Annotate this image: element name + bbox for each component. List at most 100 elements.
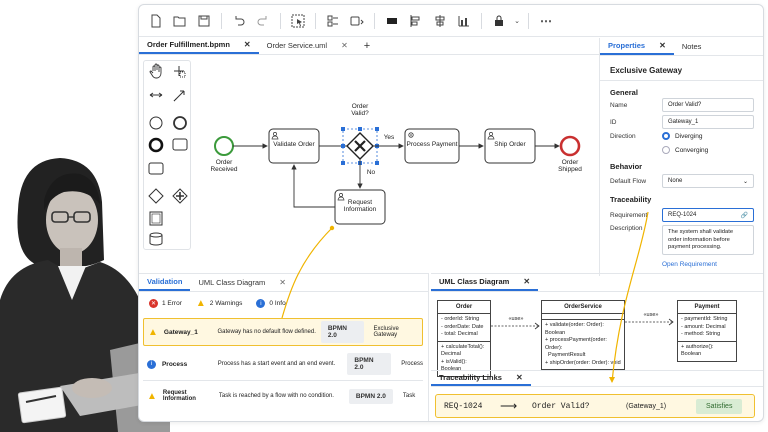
chevron-down-icon: ⌄ xyxy=(742,178,748,185)
error-filter[interactable]: ✕1 Error xyxy=(149,299,182,308)
tab-properties[interactable]: Properties ✕ xyxy=(600,38,674,55)
tab-label: UML Class Diagram xyxy=(198,278,266,287)
toolbar-separator xyxy=(374,12,375,29)
close-icon[interactable]: ✕ xyxy=(515,373,523,382)
task-label: Request Information xyxy=(343,199,377,213)
toolbar-separator xyxy=(280,12,281,29)
space-tool-icon[interactable] xyxy=(174,66,186,78)
id-input[interactable]: Gateway_1 xyxy=(662,115,754,129)
sequence-flow-return[interactable] xyxy=(291,164,335,208)
start-event-shape[interactable] xyxy=(149,116,163,130)
requirement-value: REQ-1024 xyxy=(668,212,697,218)
new-file-icon[interactable] xyxy=(145,10,167,32)
save-icon[interactable] xyxy=(193,10,215,32)
data-store-shape[interactable] xyxy=(149,232,163,246)
distribute-left-icon[interactable] xyxy=(381,10,403,32)
end-event[interactable] xyxy=(559,135,581,157)
warning-icon: ▲ xyxy=(195,298,206,309)
trace-link-row[interactable]: REQ-1024 ⟶ Order Valid? (Gateway_1) Sati… xyxy=(435,394,755,418)
task-label: Ship Order xyxy=(494,141,526,148)
tab-uml-class-diagram[interactable]: UML Class Diagram ✕ xyxy=(431,274,539,291)
gateway-label: Order Valid? xyxy=(351,103,369,117)
row-message: Process has a start event and an end eve… xyxy=(217,361,336,367)
data-object-shape[interactable] xyxy=(149,211,163,226)
satisfies-badge: Satisfies xyxy=(696,398,743,414)
requirement-row: Requirement REQ-1024 🔗 xyxy=(610,208,754,222)
select-tool-icon[interactable] xyxy=(287,10,309,32)
more-icon[interactable]: ⋯ xyxy=(540,13,552,28)
default-flow-select[interactable]: None⌄ xyxy=(662,174,754,188)
tab-validation[interactable]: Validation xyxy=(139,274,191,291)
align-icon[interactable] xyxy=(322,10,344,32)
uml-class-payment[interactable]: Payment - paymentId: String - amount: De… xyxy=(677,300,737,362)
gateway-shape[interactable] xyxy=(148,188,164,204)
link-icon[interactable]: 🔗 xyxy=(740,212,748,219)
open-requirement-link[interactable]: Open Requirement xyxy=(662,261,717,268)
zoom-icon[interactable] xyxy=(346,10,368,32)
tab-uml-class-diagram[interactable]: UML Class Diagram ✕ xyxy=(190,274,294,291)
description-label: Description xyxy=(610,225,643,232)
tab-order-fulfillment[interactable]: Order Fulfillment.bpmn ✕ xyxy=(139,37,259,54)
distribute-center-icon[interactable] xyxy=(405,10,427,32)
lock-icon[interactable] xyxy=(488,10,510,32)
close-icon[interactable]: ✕ xyxy=(523,277,531,286)
use-label: «use» xyxy=(508,316,524,322)
divider xyxy=(600,80,763,81)
row-type: Exclusive Gateway xyxy=(373,326,399,338)
requirement-label: Requirement xyxy=(610,211,648,219)
operation: + validate(order: Order): Boolean xyxy=(545,322,604,336)
flow-no-label: No xyxy=(366,169,376,176)
uml-class-orderservice[interactable]: OrderService + validate(order: Order): B… xyxy=(541,300,625,370)
toolbar: ⌄ ⋯ xyxy=(139,5,763,37)
add-tab-button[interactable]: + xyxy=(363,39,371,52)
parallel-gateway-shape[interactable] xyxy=(172,188,188,204)
start-event[interactable] xyxy=(214,136,234,156)
undo-icon[interactable] xyxy=(228,10,250,32)
close-icon[interactable]: ✕ xyxy=(279,278,286,287)
dependency-arrow xyxy=(491,322,540,330)
converging-radio[interactable]: Converging xyxy=(662,146,708,154)
name-input[interactable]: Order Valid? xyxy=(662,98,754,112)
lasso-tool-icon[interactable] xyxy=(149,92,163,98)
subprocess-shape[interactable] xyxy=(148,162,164,175)
close-icon[interactable]: ✕ xyxy=(659,41,666,50)
validation-row-process[interactable]: i Process Process has a start event and … xyxy=(143,350,423,378)
tab-order-service[interactable]: Order Service.uml ✕ xyxy=(259,37,356,54)
description-textarea[interactable]: The system shall validate order informat… xyxy=(662,225,754,255)
editor-tab-bar: Order Fulfillment.bpmn ✕ Order Service.u… xyxy=(139,37,599,55)
end-event-shape[interactable] xyxy=(148,137,164,153)
close-icon[interactable]: ✕ xyxy=(243,40,251,49)
requirement-input[interactable]: REQ-1024 🔗 xyxy=(662,208,754,222)
chevron-down-icon[interactable]: ⌄ xyxy=(514,17,520,25)
validation-panel: Validation UML Class Diagram ✕ ✕1 Error … xyxy=(139,273,429,421)
bpmn-canvas[interactable]: Order Received Validate Order Order Vali… xyxy=(195,49,599,269)
hand-tool-icon[interactable] xyxy=(149,63,162,79)
use-label: «use» xyxy=(643,312,659,318)
task-label: Validate Order xyxy=(273,141,315,148)
user-icon xyxy=(271,132,279,140)
tab-traceability-links[interactable]: Traceability Links ✕ xyxy=(431,371,531,386)
task-shape[interactable] xyxy=(172,138,188,151)
redo-icon[interactable] xyxy=(252,10,274,32)
app-window: ⌄ ⋯ Order Fulfillment.bpmn ✕ Order Servi… xyxy=(138,4,764,422)
start-event-label: Order Received xyxy=(210,159,238,173)
align-center-icon[interactable] xyxy=(429,10,451,32)
diverging-radio[interactable]: Diverging xyxy=(662,132,702,140)
attribute: - total: Decimal xyxy=(441,331,478,337)
validation-row-request[interactable]: ▲ Request Information Task is reached by… xyxy=(143,382,423,410)
connect-tool-icon[interactable] xyxy=(173,90,185,102)
tab-notes[interactable]: Notes xyxy=(674,38,710,55)
close-icon[interactable]: ✕ xyxy=(341,41,348,50)
class-attributes: - orderId: String - orderDate: Date - to… xyxy=(438,314,490,342)
row-name: Request Information xyxy=(162,390,196,402)
intermediate-event-shape[interactable] xyxy=(173,116,187,130)
open-folder-icon[interactable] xyxy=(169,10,191,32)
warning-filter[interactable]: ▲2 Warnings xyxy=(196,298,243,309)
uml-class-order[interactable]: Order - orderId: String - orderDate: Dat… xyxy=(437,300,491,377)
toolbar-separator xyxy=(315,12,316,29)
validation-row-gateway[interactable]: ▲ Gateway_1 Gateway has no default flow … xyxy=(143,318,423,346)
chart-icon[interactable] xyxy=(453,10,475,32)
x-marker-icon xyxy=(354,140,366,152)
diverging-label: Diverging xyxy=(675,132,703,140)
